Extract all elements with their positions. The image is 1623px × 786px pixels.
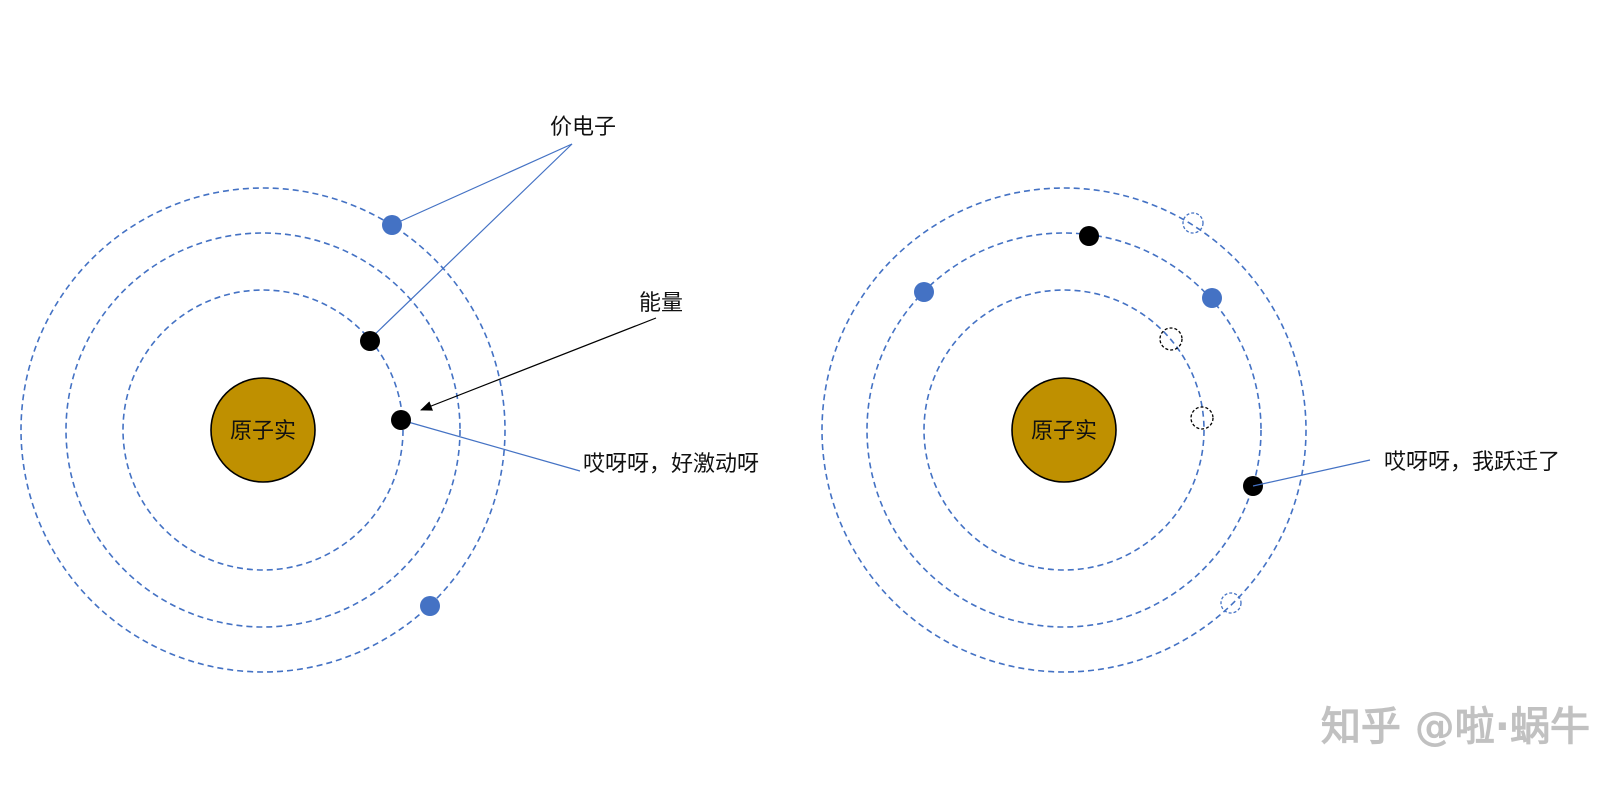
watermark: 知乎 @啦·蜗牛 (1321, 704, 1590, 750)
left-atomic-core (210, 377, 316, 483)
left-inner-electron-excited (391, 410, 411, 430)
right-valence-electron-right (1202, 288, 1222, 308)
energy-arrow (420, 317, 657, 411)
left-core-label: 原子实 (230, 419, 296, 444)
left-valence-electron-top (382, 215, 402, 235)
right-atom: 原子实 哎呀呀，我跃迁了 (821, 187, 1560, 673)
valence-leader-line-1 (391, 143, 573, 226)
valence-electron-label: 价电子 (550, 115, 616, 140)
right-core-label: 原子实 (1031, 419, 1097, 444)
right-atomic-core (1011, 377, 1117, 483)
transition-label: 哎呀呀，我跃迁了 (1384, 450, 1560, 475)
right-inner-orbit (923, 289, 1205, 571)
excited-label: 哎呀呀，好激动呀 (583, 452, 759, 477)
right-valence-electron-left (914, 282, 934, 302)
right-vacancy-outer-bottom (1220, 592, 1242, 614)
left-outer-orbit (20, 187, 506, 673)
left-inner-orbit (122, 289, 404, 571)
excited-leader-line (400, 419, 581, 472)
right-middle-orbit (866, 232, 1262, 628)
right-outer-orbit (821, 187, 1307, 673)
energy-label: 能量 (639, 291, 683, 316)
valence-leader-line-2 (369, 143, 573, 340)
left-atom: 原子实 价电子 能量 哎呀呀，好激动呀 (20, 115, 759, 673)
right-vacancy-inner-upper (1159, 327, 1183, 351)
left-inner-electron-upper (360, 331, 380, 351)
left-valence-electron-bottom (420, 596, 440, 616)
left-middle-orbit (65, 232, 461, 628)
right-inner-electron-top (1079, 226, 1099, 246)
transition-leader-line (1252, 459, 1371, 487)
right-vacancy-inner-lower (1190, 406, 1214, 430)
right-vacancy-outer-top (1182, 212, 1204, 234)
